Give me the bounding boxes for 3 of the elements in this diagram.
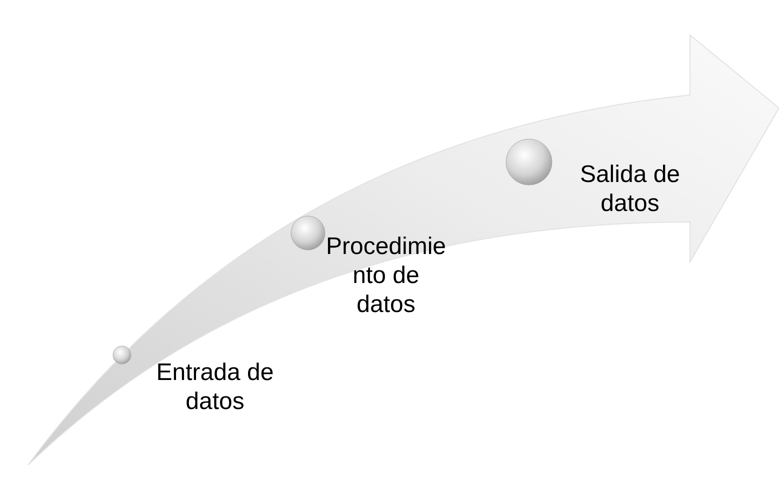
step-label: Procedimiento de datos [324,232,448,319]
step-label: Salida de datos [578,160,682,218]
step-label: Entrada de datos [155,358,275,416]
